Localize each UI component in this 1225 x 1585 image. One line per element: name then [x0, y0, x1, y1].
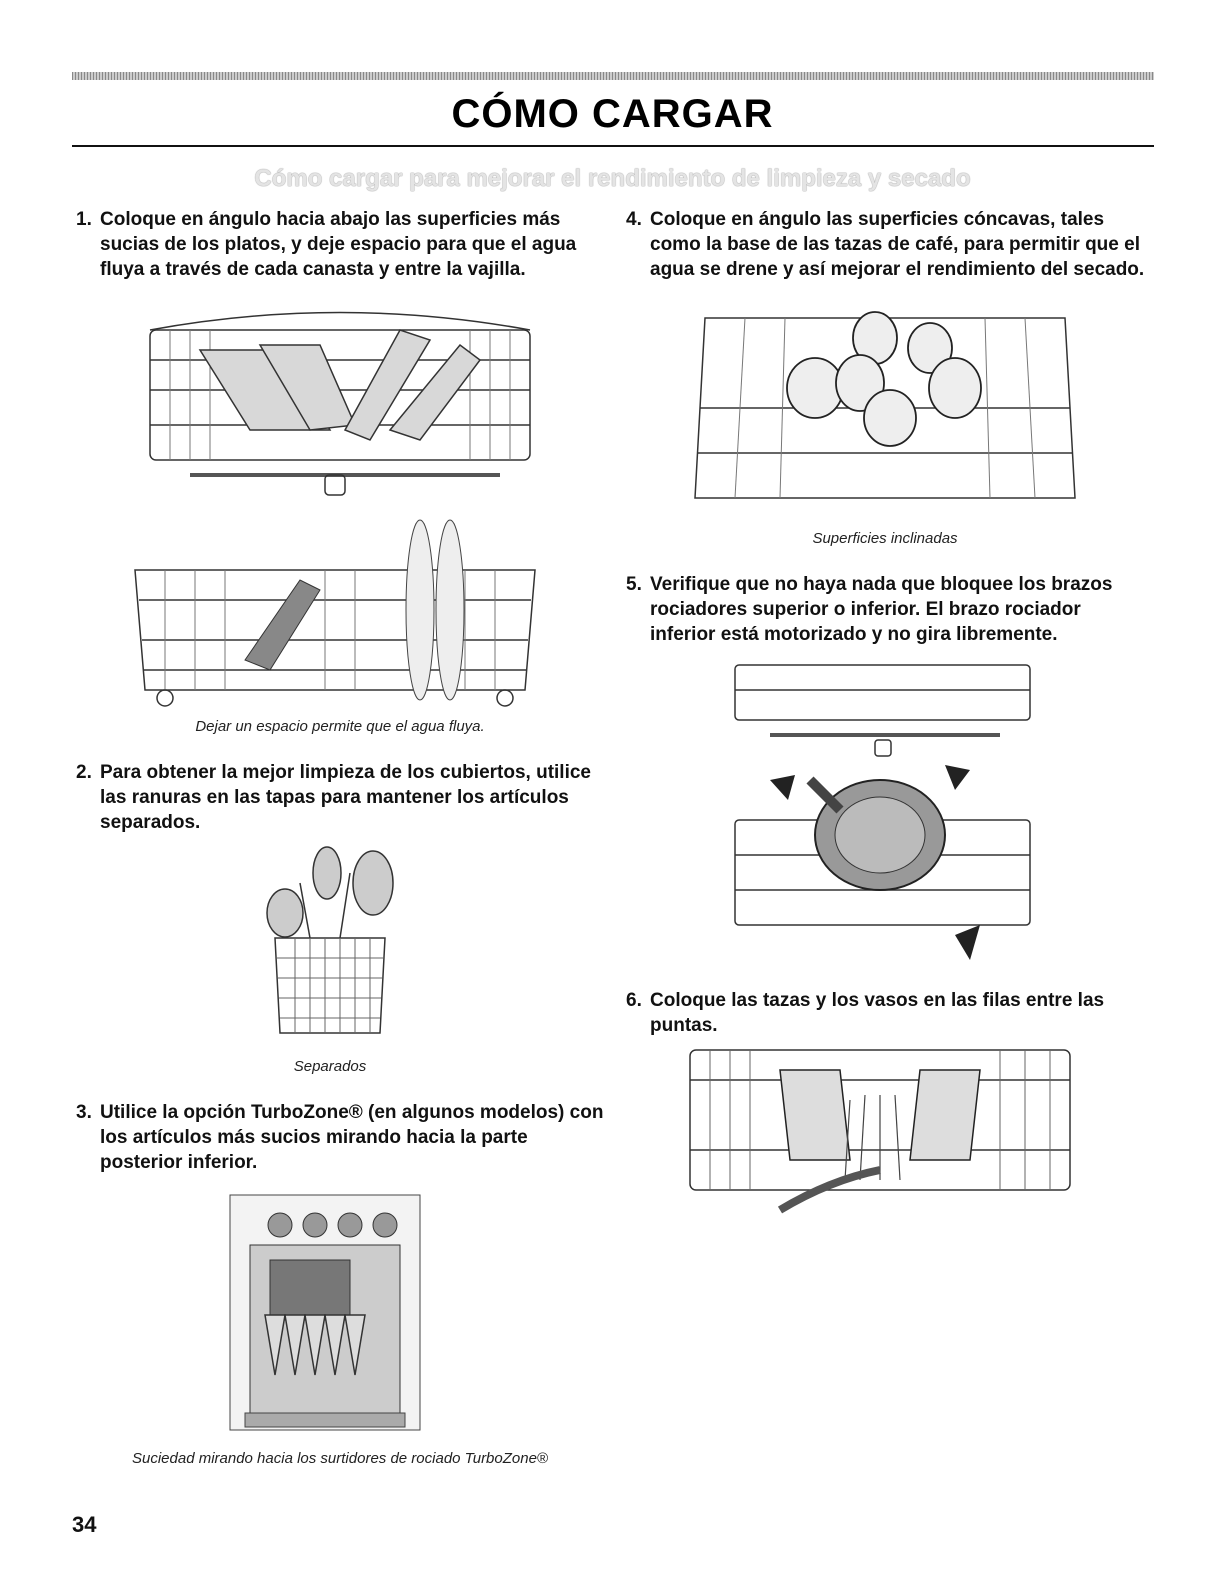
page-subtitle: Cómo cargar para mejorar el rendimiento … [254, 165, 971, 192]
step-text: Coloque en ángulo las superficies cóncav… [650, 209, 1145, 280]
step-4: 4. Coloque en ángulo las superficies cón… [626, 207, 1146, 282]
step-3: 3. Utilice la opción TurboZone® (en algu… [76, 1100, 606, 1175]
header-rule-pattern [72, 72, 1154, 80]
step-text: Coloque las tazas y los vasos en las fil… [650, 990, 1105, 1036]
step-number: 5. [626, 574, 642, 595]
page-number: 34 [72, 1512, 97, 1537]
step-number: 3. [76, 1102, 92, 1123]
silverware-basket-illustration [266, 846, 394, 1034]
title-underline [72, 145, 1154, 147]
step-5: 5. Verifique que no haya nada que bloque… [626, 572, 1146, 647]
step-text: Utilice la opción TurboZone® (en algunos… [100, 1102, 604, 1173]
step-text: Verifique que no haya nada que bloquee l… [650, 574, 1113, 645]
caption-separated: Separados [293, 1058, 367, 1075]
page-title: CÓMO CARGAR [451, 92, 774, 136]
angled-cups-rack-illustration [694, 311, 1076, 499]
turbozone-rack-illustration [229, 1194, 421, 1431]
lower-rack-spacing-illustration [134, 519, 536, 707]
step-6: 6. Coloque las tazas y los vasos en las … [626, 988, 1146, 1038]
caption-inclined: Superficies inclinadas [812, 530, 958, 547]
step-number: 1. [76, 209, 92, 230]
step-2: 2. Para obtener la mejor limpieza de los… [76, 760, 596, 835]
step-number: 6. [626, 990, 642, 1011]
step-1: 1. Coloque en ángulo hacia abajo las sup… [76, 207, 596, 282]
upper-rack-angled-dishes-illustration [149, 311, 531, 496]
step-text: Coloque en ángulo hacia abajo las superf… [100, 209, 577, 280]
step-text: Para obtener la mejor limpieza de los cu… [100, 762, 591, 833]
glasses-between-tines-illustration [689, 1049, 1071, 1214]
step-number: 4. [626, 209, 642, 230]
caption-flow: Dejar un espacio permite que el agua flu… [195, 718, 485, 735]
step-number: 2. [76, 762, 92, 783]
caption-turbozone: Suciedad mirando hacia los surtidores de… [131, 1450, 548, 1467]
spray-arm-clearance-illustration [734, 664, 1031, 960]
